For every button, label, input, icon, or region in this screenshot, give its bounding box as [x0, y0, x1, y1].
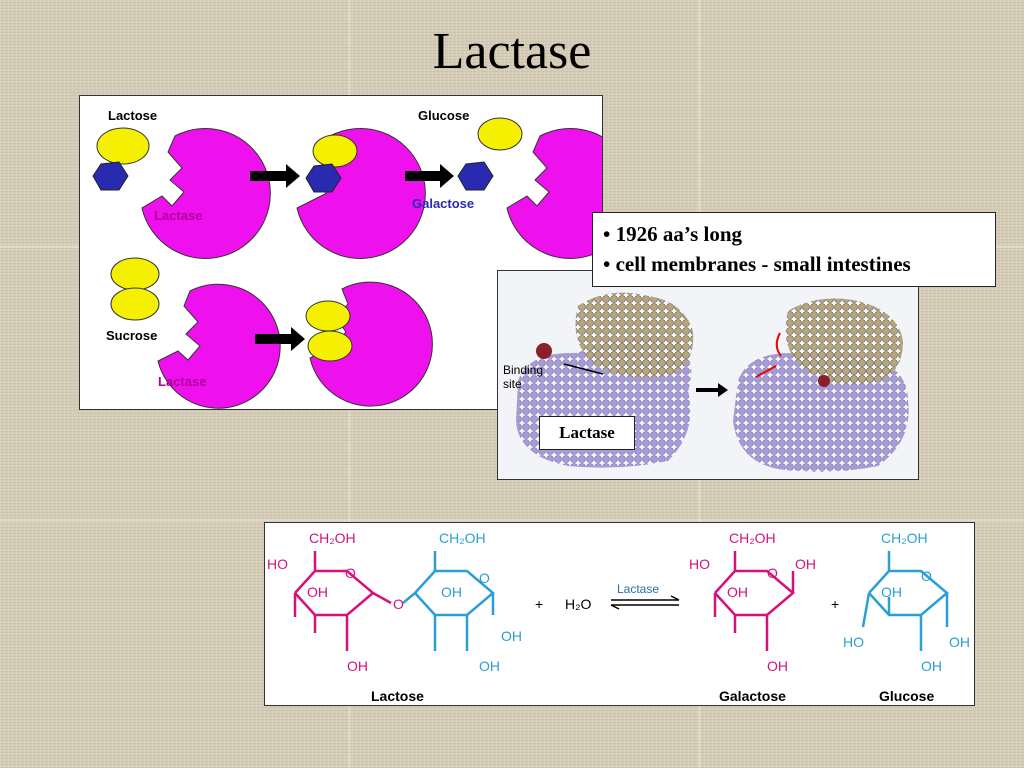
arrow-icon	[250, 164, 300, 188]
conformation-arrow-icon	[775, 332, 782, 357]
ring-oxygen-label: O	[345, 565, 356, 581]
glucose-unit-bound-shape	[312, 134, 358, 168]
ring-oxygen-label: O	[479, 570, 490, 586]
fact-length: • 1926 aa’s long	[603, 222, 743, 246]
hydrolysis-reaction-panel: CH₂OH HO OH O OH O CH₂OH O OH OH OH + H₂…	[264, 522, 975, 706]
oh-label: OH	[949, 634, 970, 650]
oh-label: OH	[441, 584, 462, 600]
glucose-name: Glucose	[879, 688, 934, 704]
binding-ligand-icon	[536, 343, 552, 359]
reverse-arrowhead	[610, 604, 620, 610]
enzyme-specificity-panel: Lactose Lactase Glucose Galactose Sucros…	[79, 95, 603, 410]
oh-label: OH	[479, 658, 500, 674]
forward-arrowhead	[670, 595, 680, 601]
water-label: H₂O	[565, 596, 592, 612]
oh-label: OH	[881, 584, 902, 600]
galactose-name: Galactose	[719, 688, 786, 704]
glucose-ring-in-lactose	[402, 551, 495, 651]
plus-sign: +	[535, 596, 543, 612]
sucrose-unit-bottom-shape	[110, 287, 160, 321]
sucrose-stuck-bottom-shape	[307, 330, 353, 362]
protein-structure-panel: Binding site	[497, 270, 919, 480]
ch2oh-label: CH₂OH	[729, 530, 776, 546]
bound-ligand-icon	[818, 375, 830, 387]
conformation-arrow-icon	[755, 365, 777, 378]
substrate-molecule-left	[575, 292, 694, 379]
enzyme-cartoon: Lactose Lactase Glucose Galactose Sucros…	[92, 108, 602, 409]
galactose-label: Galactose	[412, 196, 474, 211]
galactose-product-shape	[457, 161, 494, 191]
oh-label: OH	[727, 584, 748, 600]
enzyme-label: Lactase	[617, 582, 659, 596]
binding-site-pointer	[563, 363, 604, 375]
lactase-row2-label: Lactase	[158, 374, 206, 389]
oh-label: OH	[347, 658, 368, 674]
reaction-diagram: CH₂OH HO OH O OH O CH₂OH O OH OH OH + H₂…	[267, 530, 970, 704]
glucose-label: Glucose	[418, 108, 469, 123]
lactose-label: Lactose	[108, 108, 157, 123]
oh-label: OH	[307, 584, 328, 600]
arrow-icon	[696, 383, 728, 397]
ch2oh-label: CH₂OH	[881, 530, 928, 546]
plus-sign: +	[831, 596, 839, 612]
substrate-molecule-right	[785, 298, 903, 385]
sucrose-unit-top-shape	[110, 257, 160, 291]
glucose-unit-shape	[96, 127, 150, 165]
ch2oh-label: CH₂OH	[309, 530, 356, 546]
arrow-icon	[405, 164, 454, 188]
lactase-enzyme-shape	[141, 127, 271, 259]
oh-label: OH	[767, 658, 788, 674]
galactose-unit-shape	[92, 161, 129, 191]
lactase-caption: Lactase	[539, 416, 635, 450]
lactose-name: Lactose	[371, 688, 424, 704]
ch2oh-label: CH₂OH	[439, 530, 486, 546]
lactase-enzyme-row2-shape	[157, 283, 281, 409]
oh-label: OH	[501, 628, 522, 644]
oh-label: OH	[795, 556, 816, 572]
fact-location: • cell membranes - small intestines	[603, 252, 911, 276]
galactose-unit-bound-shape	[305, 163, 342, 193]
ho-label: HO	[267, 556, 288, 572]
ho-label: HO	[843, 634, 864, 650]
lactase-label: Lactase	[154, 208, 202, 223]
ring-oxygen-label: O	[767, 565, 778, 581]
facts-box: • 1926 aa’s long • cell membranes - smal…	[592, 212, 996, 287]
galactose-ring-in-lactose	[293, 551, 392, 651]
glycosidic-oxygen-label: O	[393, 596, 404, 612]
glucose-ring	[861, 551, 949, 651]
arrow-icon	[255, 327, 305, 351]
ring-oxygen-label: O	[921, 568, 932, 584]
ho-label: HO	[689, 556, 710, 572]
glucose-product-shape	[477, 117, 523, 151]
binding-site-label-line2: site	[503, 377, 522, 391]
slide-title: Lactase	[432, 23, 592, 80]
oh-label: OH	[921, 658, 942, 674]
sucrose-stuck-top-shape	[305, 300, 351, 332]
lactase-enzyme-bound-shape	[296, 127, 426, 259]
lactase-protein-image: Binding site	[503, 292, 909, 472]
sucrose-label: Sucrose	[106, 328, 157, 343]
lactase-enzyme-free-shape	[506, 127, 602, 259]
binding-site-label-line1: Binding	[503, 363, 543, 377]
galactose-ring	[713, 551, 795, 651]
